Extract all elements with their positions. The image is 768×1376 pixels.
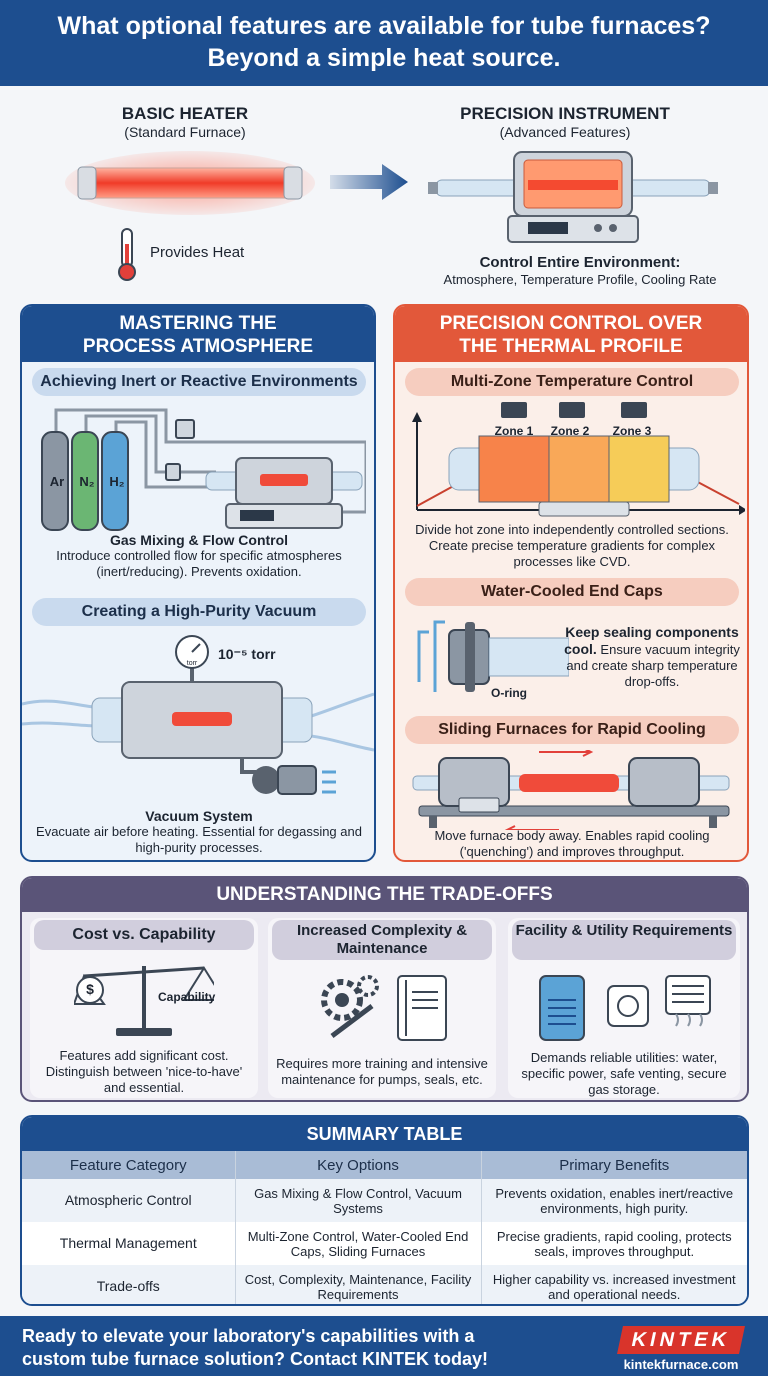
tradeoff-card-cost: Cost vs. Capability $ Capability Feature… <box>30 918 258 1098</box>
complexity-card-title: Increased Complexity & Maintenance <box>272 920 492 960</box>
gas-label-n2: N₂ <box>79 474 95 489</box>
summary-table-title: SUMMARY TABLE <box>22 1117 747 1151</box>
vacuum-pump-icon <box>252 766 280 794</box>
vacuum-pressure-label: 10⁻⁵ torr <box>218 646 276 662</box>
gas-label-h2: H₂ <box>109 474 125 489</box>
table-row: Trade-offs Cost, Complexity, Maintenance… <box>22 1265 747 1304</box>
vacuum-system-diagram <box>22 635 374 795</box>
inert-environment-pill: Achieving Inert or Reactive Environments <box>32 368 366 396</box>
atmosphere-panel-header: MASTERING THE PROCESS ATMOSPHERE <box>22 306 374 362</box>
table-row: Atmospheric Control Gas Mixing & Flow Co… <box>22 1179 747 1222</box>
zone-2-label: Zone 2 <box>550 424 590 438</box>
vacuum-title: Vacuum System <box>145 808 253 824</box>
table-cell: Gas Mixing & Flow Control, Vacuum System… <box>235 1179 482 1222</box>
footer-cta-line2: custom tube furnace solution? Contact KI… <box>22 1349 489 1369</box>
gas-label-ar: Ar <box>49 474 65 489</box>
footer: Ready to elevate your laboratory's capab… <box>0 1316 768 1376</box>
balance-scale-icon <box>74 966 214 1036</box>
table-cell: Thermal Management <box>22 1222 236 1265</box>
facility-card-description: Demands reliable utilities: water, speci… <box>521 1050 727 1097</box>
atmosphere-title-line2: PROCESS ATMOSPHERE <box>82 336 314 357</box>
facility-card-title: Facility & Utility Requirements <box>512 920 736 960</box>
table-cell: Precise gradients, rapid cooling, protec… <box>496 1228 732 1259</box>
basic-heater-subtitle: (Standard Furnace) <box>124 124 246 140</box>
table-header-options: Key Options <box>235 1151 482 1179</box>
thermal-panel-header: PRECISION CONTROL OVER THE THERMAL PROFI… <box>395 306 747 362</box>
table-cell: Higher capability vs. increased investme… <box>481 1265 747 1304</box>
atmosphere-title-line1: MASTERING THE <box>119 313 277 334</box>
table-header-benefits: Primary Benefits <box>481 1151 747 1179</box>
gas-mixing-title: Gas Mixing & Flow Control <box>109 532 289 548</box>
basic-heater-caption: Provides Heat <box>150 244 245 261</box>
cost-card-description: Features add significant cost. Distingui… <box>45 1048 243 1095</box>
tradeoff-card-complexity: Increased Complexity & Maintenance Requi… <box>268 918 496 1098</box>
table-cell: Prevents oxidation, enables inert/reacti… <box>481 1179 747 1222</box>
utilities-icon <box>539 975 711 1041</box>
complexity-card-description: Requires more training and intensive mai… <box>276 1056 488 1087</box>
basic-heater-title: BASIC HEATER <box>121 104 249 123</box>
precision-subtitle: (Advanced Features) <box>499 124 631 140</box>
multizone-description: Divide hot zone into independently contr… <box>415 522 729 569</box>
sliding-description: Move furnace body away. Enables rapid co… <box>434 828 710 859</box>
page-title-line2: Beyond a simple heat source. <box>207 44 561 72</box>
end-cap-diagram <box>417 620 569 692</box>
summary-table-panel: SUMMARY TABLE Feature Category Key Optio… <box>20 1115 749 1306</box>
oring-label: O-ring <box>491 686 527 700</box>
tube-furnace-icon <box>428 151 718 243</box>
atmosphere-panel: MASTERING THE PROCESS ATMOSPHERE Achievi… <box>20 304 376 862</box>
precision-title: PRECISION INSTRUMENT <box>460 104 670 123</box>
table-cell: Cost, Complexity, Maintenance, Facility … <box>235 1265 482 1304</box>
table-row: Thermal Management Multi-Zone Control, W… <box>22 1222 747 1265</box>
vacuum-pill: Creating a High-Purity Vacuum <box>32 598 366 626</box>
endcap-description-bold: Keep sealing components cool. <box>564 624 739 657</box>
page-header: What optional features are available for… <box>0 0 768 86</box>
tradeoffs-title: UNDERSTANDING THE TRADE-OFFS <box>22 878 747 912</box>
gauge-unit-label: torr <box>186 660 198 667</box>
footer-cta: Ready to elevate your laboratory's capab… <box>22 1325 488 1371</box>
multizone-diagram <box>412 402 745 517</box>
arrow-right-icon <box>330 164 408 200</box>
gas-mixing-diagram <box>41 408 366 531</box>
tradeoff-card-facility: Facility & Utility Requirements Demands … <box>508 918 740 1098</box>
table-cell: Atmospheric Control <box>22 1179 236 1222</box>
sliding-pill: Sliding Furnaces for Rapid Cooling <box>405 716 739 744</box>
gears-manual-icon <box>321 975 447 1041</box>
thermal-title-line1: PRECISION CONTROL OVER <box>439 313 703 334</box>
vacuum-description: Vacuum System Evacuate air before heatin… <box>32 808 366 856</box>
table-cell: Multi-Zone Control, Water-Cooled End Cap… <box>235 1222 482 1265</box>
precision-caption: Control Entire Environment: <box>479 254 681 271</box>
nitrogen-tank-icon <box>71 431 99 531</box>
intro-section: BASIC HEATER (Standard Furnace) Provides… <box>0 86 768 292</box>
thermal-title-line2: THE THERMAL PROFILE <box>459 336 683 357</box>
zone-1-label: Zone 1 <box>494 424 534 438</box>
heating-element-icon <box>65 151 315 215</box>
cost-card-title: Cost vs. Capability <box>34 920 254 950</box>
sliding-furnace-diagram <box>412 750 730 830</box>
summary-table: Feature Category Key Options Primary Ben… <box>22 1151 747 1304</box>
table-cell: Trade-offs <box>22 1265 236 1304</box>
endcap-description: Keep sealing components cool. Ensure vac… <box>559 624 745 690</box>
hydrogen-tank-icon <box>101 431 129 531</box>
endcap-pill: Water-Cooled End Caps <box>405 578 739 606</box>
thermometer-icon <box>118 228 136 281</box>
precision-caption-2: Atmosphere, Temperature Profile, Cooling… <box>443 272 717 287</box>
vacuum-text: Evacuate air before heating. Essential f… <box>36 824 362 855</box>
argon-tank-icon <box>41 431 69 531</box>
gas-mixing-description: Gas Mixing & Flow Control Introduce cont… <box>32 532 366 580</box>
tradeoffs-panel: UNDERSTANDING THE TRADE-OFFS Cost vs. Ca… <box>20 876 749 1102</box>
endcap-description-text: Ensure vacuum integrity and create sharp… <box>566 642 740 689</box>
gas-mixing-text: Introduce controlled flow for specific a… <box>56 548 342 579</box>
dollar-sign: $ <box>86 981 94 997</box>
zone-3-label: Zone 3 <box>612 424 652 438</box>
thermal-panel: PRECISION CONTROL OVER THE THERMAL PROFI… <box>393 304 749 862</box>
multizone-pill: Multi-Zone Temperature Control <box>405 368 739 396</box>
flow-valve-icon <box>175 419 195 439</box>
website-link[interactable]: kintekfurnace.com <box>623 1357 739 1372</box>
footer-cta-line1: Ready to elevate your laboratory's capab… <box>22 1326 475 1346</box>
capability-label: Capability <box>158 990 216 1004</box>
table-header-category: Feature Category <box>22 1151 236 1179</box>
kintek-logo[interactable]: KINTEK <box>617 1326 745 1354</box>
page-title-line1: What optional features are available for… <box>57 12 711 40</box>
